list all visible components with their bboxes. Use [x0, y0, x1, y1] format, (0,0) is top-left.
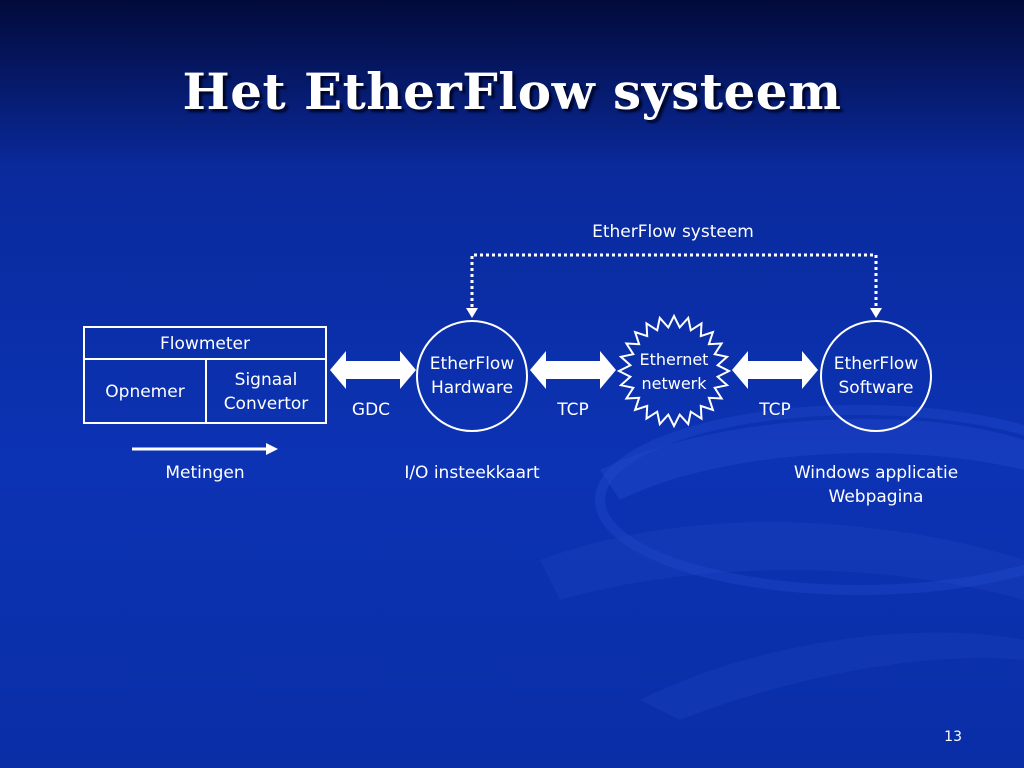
slide-title: Het EtherFlow systeem: [182, 62, 842, 121]
measurements-arrow: [132, 443, 278, 455]
tcp-left-label: TCP: [557, 400, 589, 420]
software-caption-line1: Windows applicatie: [793, 463, 959, 483]
ethernet-network-starburst: [616, 313, 732, 429]
page-number: 13: [944, 729, 962, 745]
software-node: [820, 320, 932, 432]
flowmeter-header: Flowmeter: [160, 334, 250, 354]
signaal-label: Signaal: [234, 370, 298, 390]
hardware-node: [416, 320, 528, 432]
flowmeter-table: [83, 326, 327, 424]
network-line2: netwerk: [641, 374, 707, 393]
hardware-line1: EtherFlow: [429, 354, 515, 374]
tcp-right-label: TCP: [759, 400, 791, 420]
convertor-label: Convertor: [223, 394, 309, 414]
opnemer-label: Opnemer: [105, 382, 185, 402]
tcp-right-double-arrow: [732, 351, 818, 389]
network-line1: Ethernet: [639, 350, 709, 369]
software-line2: Software: [838, 378, 914, 398]
system-label: EtherFlow systeem: [592, 222, 754, 242]
gdc-label: GDC: [351, 400, 391, 420]
system-bracket: [466, 253, 882, 318]
software-line1: EtherFlow: [833, 354, 919, 374]
tcp-left-double-arrow: [530, 351, 616, 389]
measurements-label: Metingen: [165, 463, 245, 483]
gdc-double-arrow: [330, 351, 416, 389]
software-caption-line2: Webpagina: [828, 487, 924, 507]
hardware-line2: Hardware: [430, 378, 514, 398]
hardware-caption: I/O insteekkaart: [404, 463, 540, 483]
